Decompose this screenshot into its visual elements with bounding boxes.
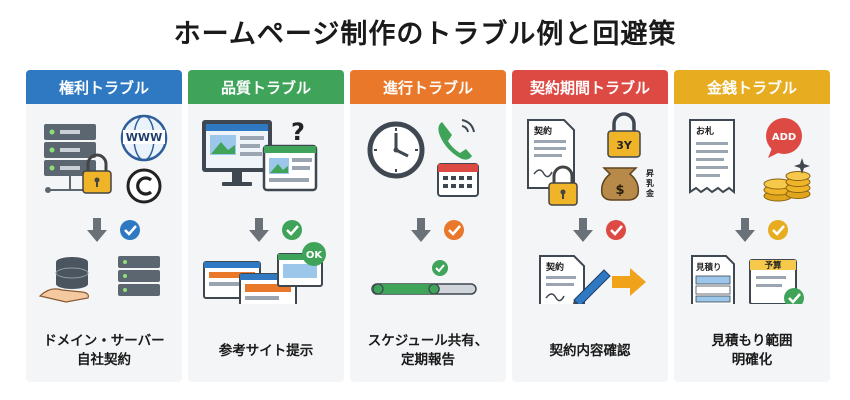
caption-line: 参考サイト提示	[218, 343, 314, 359]
browser-windows-icon	[203, 253, 323, 304]
arrow-down-icon	[735, 218, 755, 242]
question-label: ?	[291, 118, 305, 146]
panel-header: 品質トラブル	[188, 70, 344, 104]
panel-rights: 権利トラブル WWW	[26, 70, 182, 382]
panel-money: 金銭トラブル お札 ADD	[674, 70, 830, 382]
panel-contract: 契約期間トラブル 契約 3Y $ 昇 乳 金	[512, 70, 668, 382]
server-icon	[118, 256, 160, 296]
pen-icon	[573, 269, 611, 304]
budget-label: 予算	[764, 260, 782, 271]
clock-icon	[367, 121, 425, 179]
check-badge-icon	[444, 220, 464, 240]
caption-line: 自社契約	[77, 352, 131, 368]
lock-label: 3Y	[616, 139, 633, 152]
contract-doc-icon: 契約	[527, 119, 575, 189]
receipt-label: お札	[696, 125, 714, 137]
panel-progress: 進行トラブル	[350, 70, 506, 382]
sparkle-icon	[794, 158, 810, 174]
panel-caption: 見積もり範囲 明確化	[674, 332, 830, 370]
arrow-right-icon	[612, 268, 646, 296]
arrow-down-icon	[249, 218, 269, 242]
panel-header: 権利トラブル	[26, 70, 182, 104]
padlock-3y-icon: 3Y	[607, 112, 641, 158]
coins-icon	[763, 171, 811, 202]
bag-label: 金	[645, 188, 655, 198]
estimate-doc-icon: 見積り	[691, 255, 735, 304]
caption-line: 定期報告	[401, 352, 455, 368]
arrow-down-icon	[87, 218, 107, 242]
check-badge-icon	[120, 220, 140, 240]
copyright-icon	[126, 168, 162, 204]
padlock-icon	[548, 165, 578, 206]
www-globe-icon: WWW	[120, 114, 168, 162]
ok-label: OK	[306, 250, 324, 261]
database-hand-icon	[38, 257, 89, 303]
caption-line: 契約内容確認	[549, 343, 631, 359]
progress-bar-icon	[371, 260, 477, 295]
caption-line: ドメイン・サーバー	[43, 333, 165, 349]
doc-label: 契約	[533, 125, 552, 137]
panel-caption: スケジュール共有、 定期報告	[350, 332, 506, 370]
money-bag-icon: $ 昇 乳 金	[600, 167, 655, 201]
arrow-down-icon	[411, 218, 431, 242]
phone-icon	[438, 119, 475, 160]
ok-badge-icon: OK	[302, 242, 326, 266]
signed-contract-icon: 契約	[539, 255, 585, 304]
panel-header: 契約期間トラブル	[512, 70, 668, 104]
check-badge-icon	[768, 220, 788, 240]
budget-doc-icon: 予算	[749, 259, 804, 304]
web-pages-icon	[262, 144, 318, 192]
panel-caption: 参考サイト提示	[188, 342, 344, 361]
caption-line: スケジュール共有、	[367, 333, 489, 349]
add-label: ADD	[772, 132, 796, 143]
check-badge-icon	[606, 220, 626, 240]
www-label: WWW	[126, 131, 162, 144]
bag-label: 乳	[646, 178, 654, 188]
caption-line: 明確化	[731, 352, 773, 368]
panel-quality: 品質トラブル ?	[188, 70, 344, 382]
calendar-icon	[437, 163, 479, 197]
check-badge-icon	[282, 220, 302, 240]
panel-caption: 契約内容確認	[512, 342, 668, 361]
panel-header: 金銭トラブル	[674, 70, 830, 104]
caption-line: 見積もり範囲	[711, 333, 793, 349]
svg-text:$: $	[615, 183, 624, 198]
arrow-down-icon	[573, 218, 593, 242]
bag-label: 昇	[646, 168, 654, 178]
receipt-icon: お札	[689, 119, 735, 195]
monitor-icon	[202, 120, 272, 186]
panel-caption: ドメイン・サーバー 自社契約	[26, 332, 182, 370]
page-title: ホームページ制作のトラブル例と回避策	[173, 19, 677, 50]
padlock-icon	[82, 153, 112, 194]
estimate-label: 見積り	[695, 262, 722, 273]
panel-header: 進行トラブル	[350, 70, 506, 104]
question-mark-icon: ?	[291, 118, 305, 146]
server-icon	[44, 124, 96, 193]
signed-label: 契約	[545, 261, 564, 273]
add-bubble-icon: ADD	[766, 118, 802, 158]
